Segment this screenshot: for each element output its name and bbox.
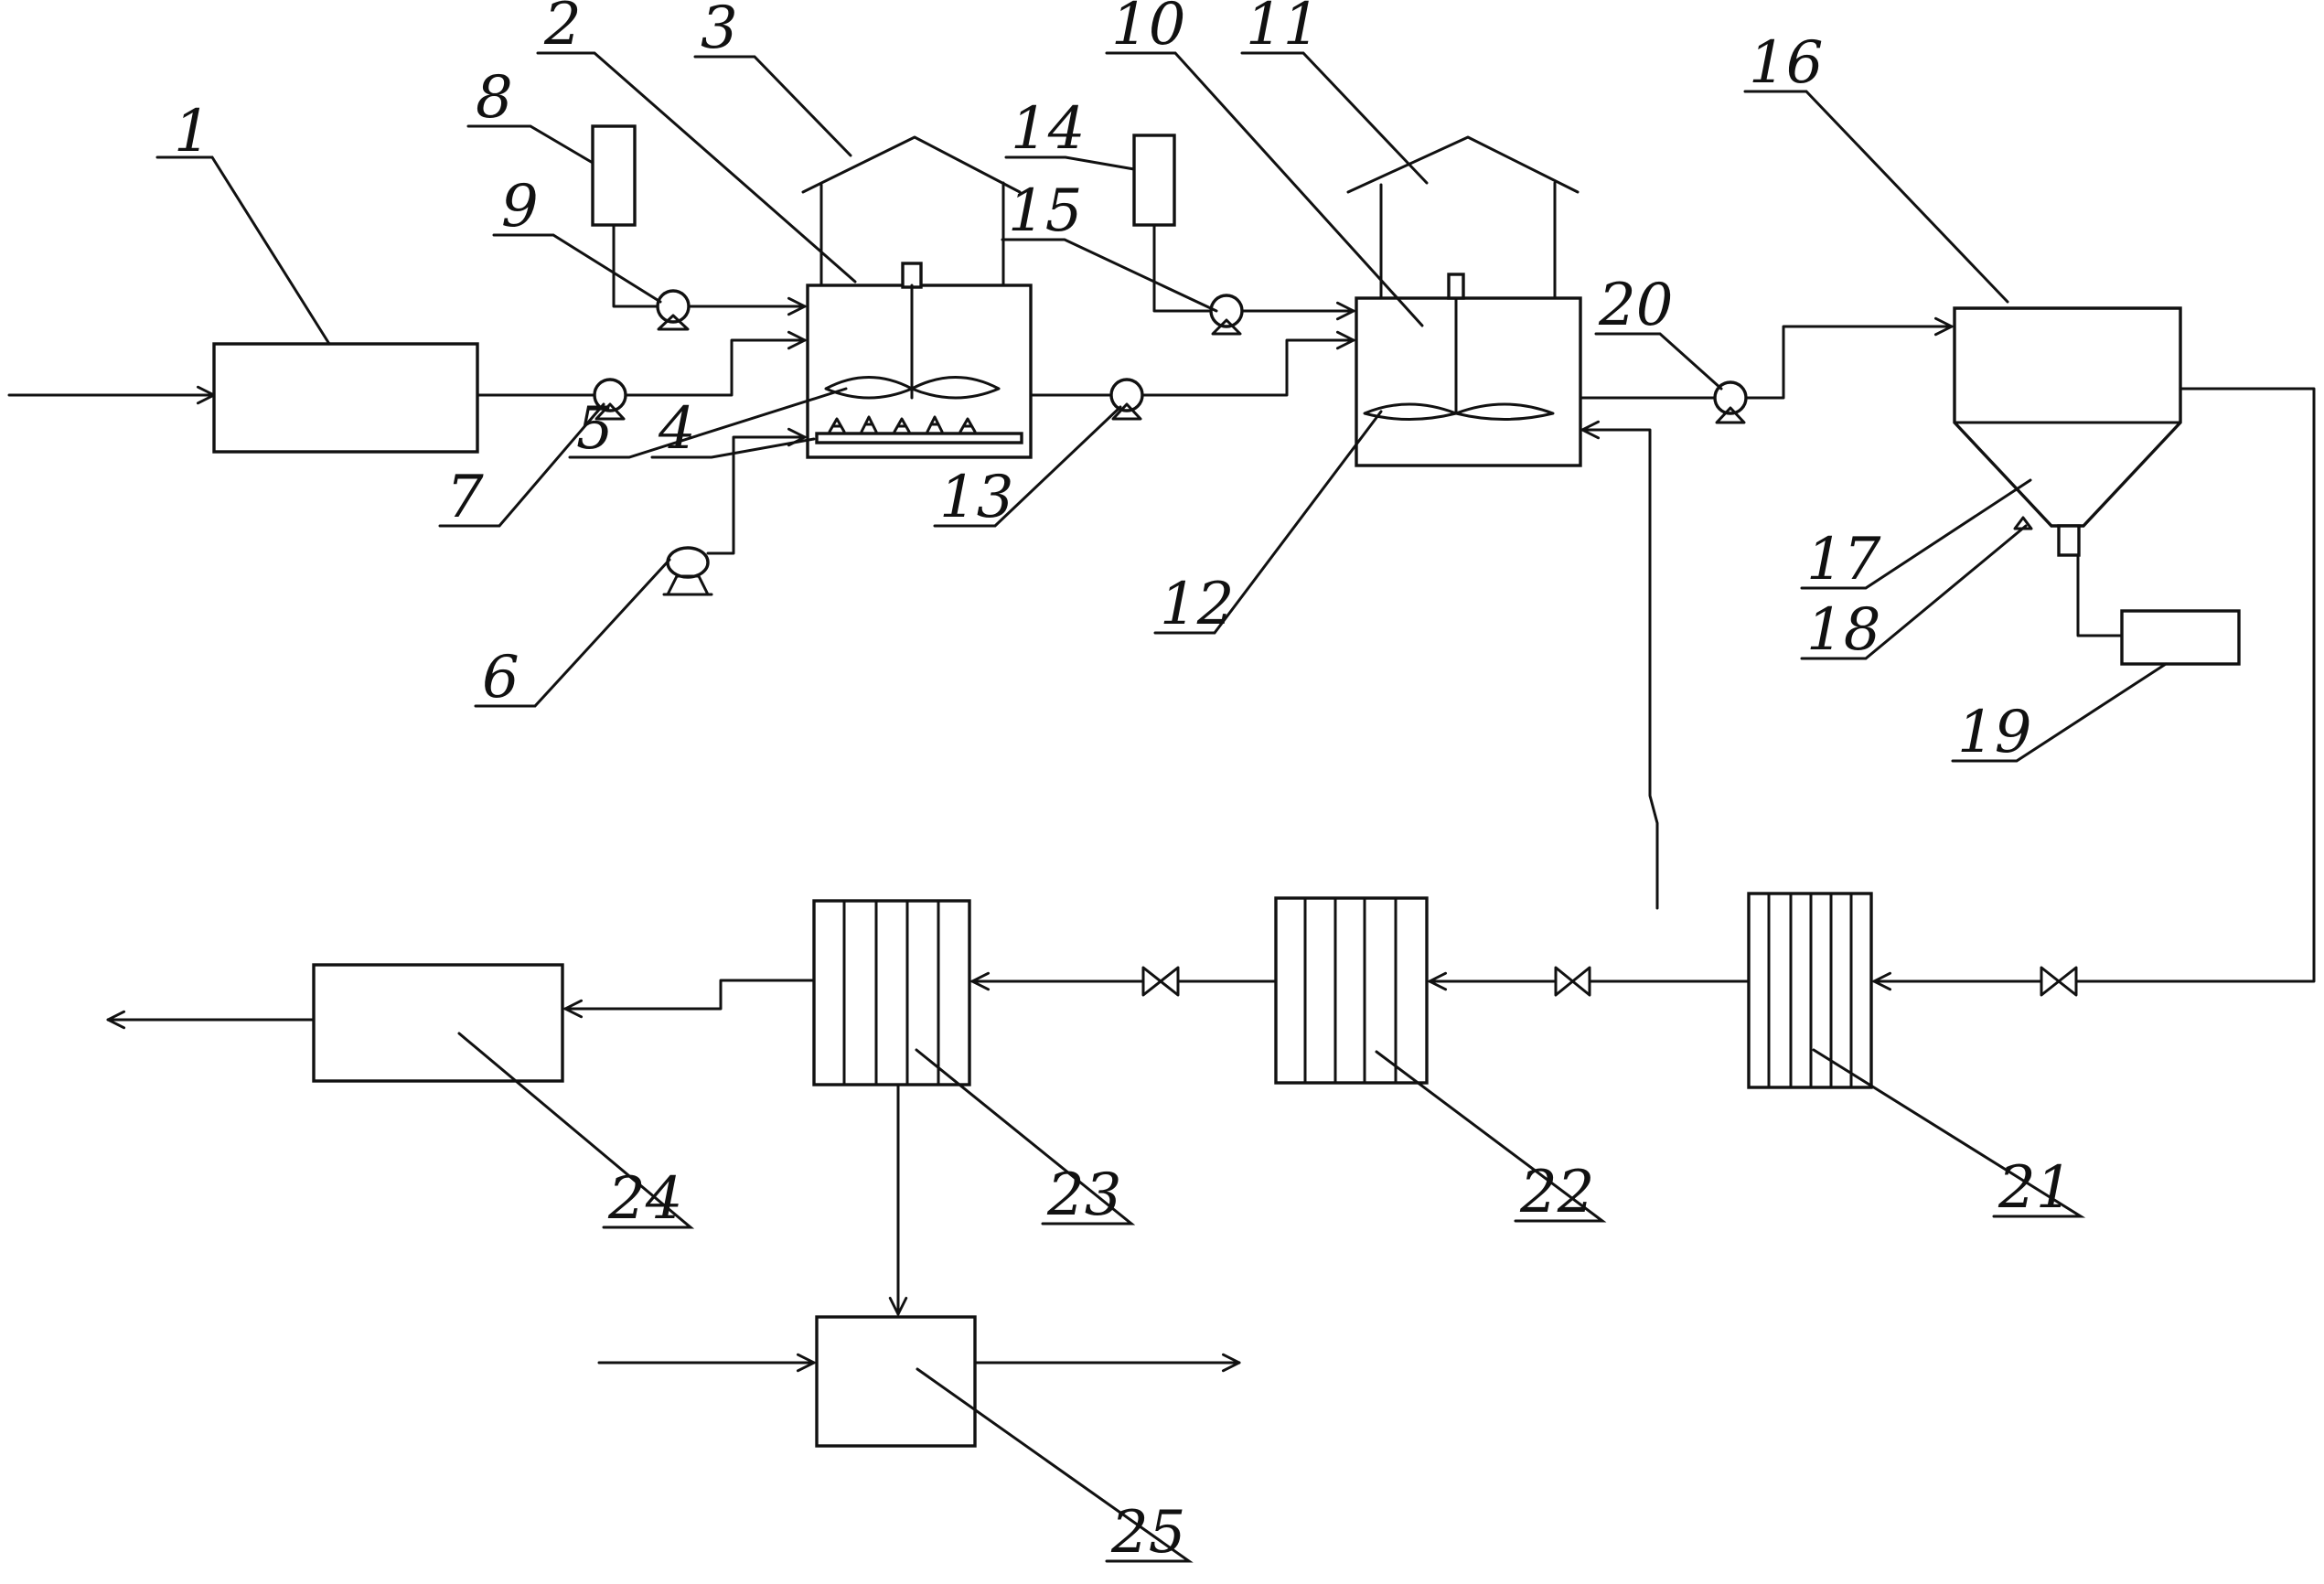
- leader-18: [1800, 524, 2028, 660]
- leader-lines: [155, 51, 2168, 1563]
- callout-1: 1: [174, 98, 211, 166]
- callout-11: 11: [1246, 0, 1320, 59]
- callout-24: 24: [607, 1165, 682, 1233]
- valve-a: [2040, 966, 2078, 997]
- callout-4: 4: [658, 395, 696, 463]
- pipe-pump-13-to-reactor-10: [1141, 330, 1355, 397]
- leader-2: [536, 51, 857, 284]
- leader-11: [1240, 51, 1429, 185]
- unit-1-tank: [212, 342, 479, 454]
- leader-9: [492, 233, 662, 304]
- leader-15: [1001, 238, 1218, 313]
- pipe-pump-7-to-reactor-2: [624, 330, 807, 397]
- pump-6: [662, 546, 713, 596]
- filter-23: [812, 899, 971, 1086]
- return-pipe-21-to-10: [1580, 420, 1659, 910]
- leader-14: [1004, 155, 1136, 171]
- callout-5: 5: [576, 395, 614, 463]
- leader-20: [1594, 332, 1723, 391]
- leader-5: [568, 387, 848, 459]
- leader-6: [474, 558, 671, 708]
- dosing-tank-8: [591, 124, 637, 227]
- pipe-23-to-24: [563, 979, 816, 1019]
- pipe-8-to-pump-9: [612, 223, 659, 308]
- mixer-motor-10: [1447, 273, 1465, 300]
- callout-17: 17: [1806, 526, 1881, 594]
- callout-23: 23: [1046, 1161, 1121, 1229]
- enclosure-11-roof: [1346, 135, 1580, 194]
- valve-c: [1141, 966, 1180, 997]
- leader-16: [1743, 90, 2009, 304]
- impeller-5-right: [910, 376, 1001, 400]
- leader-12: [1153, 410, 1383, 635]
- pipe-18-to-19: [2067, 553, 2124, 637]
- callout-22: 22: [1519, 1159, 1594, 1226]
- pipe-pump-20-to-settler-16: [1744, 316, 1954, 400]
- callout-2: 2: [543, 0, 582, 59]
- callout-16: 16: [1749, 29, 1823, 97]
- callout-8: 8: [476, 64, 513, 132]
- settler-16: [1953, 306, 2182, 557]
- leader-8: [466, 124, 594, 165]
- leader-24: [457, 1032, 695, 1229]
- callout-15: 15: [1008, 177, 1082, 245]
- leader-1: [155, 155, 331, 346]
- pipe-14-to-pump-15: [1152, 223, 1213, 313]
- leader-19: [1951, 662, 2168, 763]
- callout-21: 21: [1997, 1154, 2072, 1222]
- aerator-heads-4: [828, 415, 977, 433]
- leader-10: [1105, 51, 1424, 327]
- callout-6: 6: [482, 644, 519, 712]
- filter-22: [1274, 896, 1429, 1085]
- enclosure-3-roof: [801, 135, 1022, 194]
- callout-18: 18: [1806, 596, 1880, 664]
- mixer-motor-2: [901, 262, 923, 289]
- leader-23: [915, 1048, 1136, 1225]
- leader-3: [693, 55, 852, 157]
- leader-21: [1812, 1048, 2086, 1218]
- valve-b: [1554, 966, 1591, 997]
- leader-17: [1800, 478, 2032, 590]
- callout-9: 9: [501, 173, 539, 241]
- unit-25: [815, 1315, 977, 1448]
- filter-21: [1747, 892, 1873, 1089]
- callout-13: 13: [939, 464, 1013, 531]
- dosing-tank-14: [1132, 134, 1176, 227]
- leader-22: [1375, 1050, 1607, 1223]
- reactor-2: [801, 135, 1033, 459]
- leader-7: [438, 402, 605, 528]
- sludge-tank-19: [2120, 609, 2241, 666]
- callout-10: 10: [1111, 0, 1185, 59]
- pump-15: [1209, 294, 1244, 336]
- leader-13: [933, 405, 1122, 528]
- callout-19: 19: [1957, 699, 2031, 766]
- product-tank-24: [312, 963, 564, 1083]
- callout-7: 7: [446, 464, 484, 531]
- air-pipe-6: [706, 427, 807, 555]
- callout-12: 12: [1160, 571, 1234, 638]
- impeller-12-right: [1454, 402, 1555, 421]
- callout-20: 20: [1598, 272, 1673, 339]
- sludge-outlet-18: [2057, 524, 2081, 557]
- callouts: 1 2 3 4 5 6 7 8 9 10 11 12 13 14 15 16 1…: [174, 0, 2072, 1567]
- leader-25: [916, 1367, 1194, 1563]
- reactor-10: [1346, 135, 1582, 467]
- callout-25: 25: [1110, 1499, 1185, 1567]
- callout-14: 14: [1011, 95, 1085, 163]
- callout-3: 3: [701, 0, 738, 62]
- aerator-pipe-4: [815, 432, 1023, 444]
- overflow-pipe-16: [2074, 387, 2316, 983]
- leader-4: [650, 437, 816, 459]
- pump-9: [656, 289, 691, 331]
